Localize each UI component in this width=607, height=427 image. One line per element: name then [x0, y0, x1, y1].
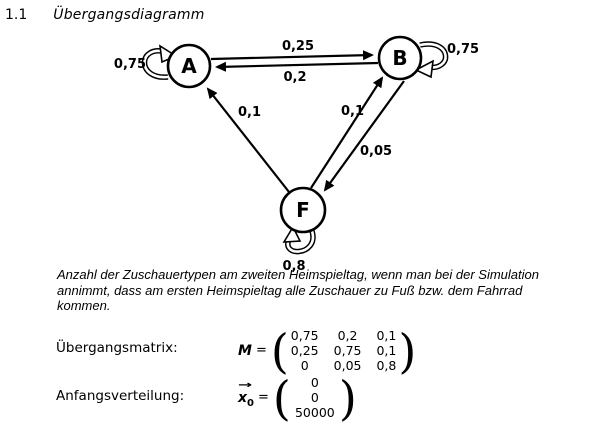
- edge-b-to-a: [215, 61, 379, 72]
- matrix-cell: 0,05: [333, 358, 362, 373]
- matrix-cell: 0,8: [376, 358, 397, 373]
- label-loop-a: 0,75: [114, 57, 146, 72]
- caption-text: Anzahl der Zuschauertypen am zweiten Hei…: [57, 267, 539, 314]
- self-loop-f: [282, 225, 316, 255]
- label-f-to-a: 0,1: [238, 105, 261, 120]
- edge-a-to-b: [210, 50, 374, 61]
- node-f-label: F: [296, 198, 310, 222]
- matrix-cell: 0,75: [290, 328, 319, 343]
- node-a-label: A: [181, 54, 197, 78]
- transition-diagram: A B F 0,75 0,75 0,8 0,25 0,2 0,1 0,1 0,0…: [114, 35, 479, 274]
- equals-sign: =: [258, 390, 269, 405]
- edge-b-to-f: [323, 80, 405, 192]
- node-f: [279, 186, 327, 234]
- matrix-cell: 0,1: [376, 328, 397, 343]
- page-title: Übergangsdiagramm: [53, 7, 205, 23]
- left-paren-icon: (: [270, 322, 289, 379]
- matrix-symbol: M: [238, 342, 252, 359]
- caption-line: annimmt, dass am ersten Heimspieltag all…: [57, 282, 523, 298]
- vector-cell: 0: [310, 375, 319, 390]
- vector-arrow-icon: →: [238, 380, 253, 392]
- matrix-label: Übergangsmatrix:: [56, 340, 178, 356]
- vector-cell: 50000: [294, 405, 335, 420]
- matrix-cell: 0,75: [333, 343, 362, 358]
- right-paren-icon: ): [398, 322, 417, 379]
- matrix-cell: 0,1: [376, 343, 397, 358]
- node-b-label: B: [392, 46, 407, 70]
- label-loop-f: 0,8: [282, 259, 305, 274]
- caption-line: Anzahl der Zuschauertypen am zweiten Hei…: [57, 267, 539, 282]
- right-paren-icon: ): [338, 369, 357, 426]
- vector-symbol: → x0: [238, 380, 254, 409]
- node-a: [166, 43, 212, 89]
- matrix-grid: 0,75 0,2 0,1 0,25 0,75 0,1 0 0,05 0,8: [289, 328, 399, 373]
- edge-f-to-b: [310, 76, 384, 189]
- label-a-to-b: 0,25: [282, 39, 314, 54]
- label-b-to-f: 0,05: [360, 144, 392, 159]
- matrix-cell: 0,25: [290, 343, 319, 358]
- label-b-to-a: 0,2: [283, 70, 306, 85]
- label-f-to-b: 0,1: [341, 104, 364, 119]
- caption-line: kommen.: [57, 298, 111, 313]
- vector-symbol-letter: x: [238, 390, 248, 407]
- section-heading: 1.1 Übergangsdiagramm: [5, 7, 205, 23]
- vector-symbol-subscript: 0: [247, 397, 254, 409]
- edge-f-to-a: [206, 87, 290, 193]
- equals-sign: =: [255, 343, 267, 358]
- section-number: 1.1: [5, 7, 28, 23]
- node-b: [377, 35, 423, 81]
- matrix-cell: 0: [300, 358, 309, 373]
- label-loop-b: 0,75: [447, 42, 479, 57]
- vector-grid: 0 0 50000: [291, 375, 339, 420]
- self-loop-a: [141, 44, 178, 80]
- self-loop-b: [414, 41, 449, 79]
- left-paren-icon: (: [272, 369, 291, 426]
- matrix-cell: 0,2: [337, 328, 358, 343]
- vector-cell: 0: [310, 390, 319, 405]
- vector-label: Anfangsverteilung:: [56, 388, 185, 404]
- matrix-formula: M = ( 0,75 0,2 0,1 0,25 0,75 0,1 0 0,05 …: [238, 326, 416, 375]
- vector-formula: → x0 = ( 0 0 50000 ): [238, 373, 357, 422]
